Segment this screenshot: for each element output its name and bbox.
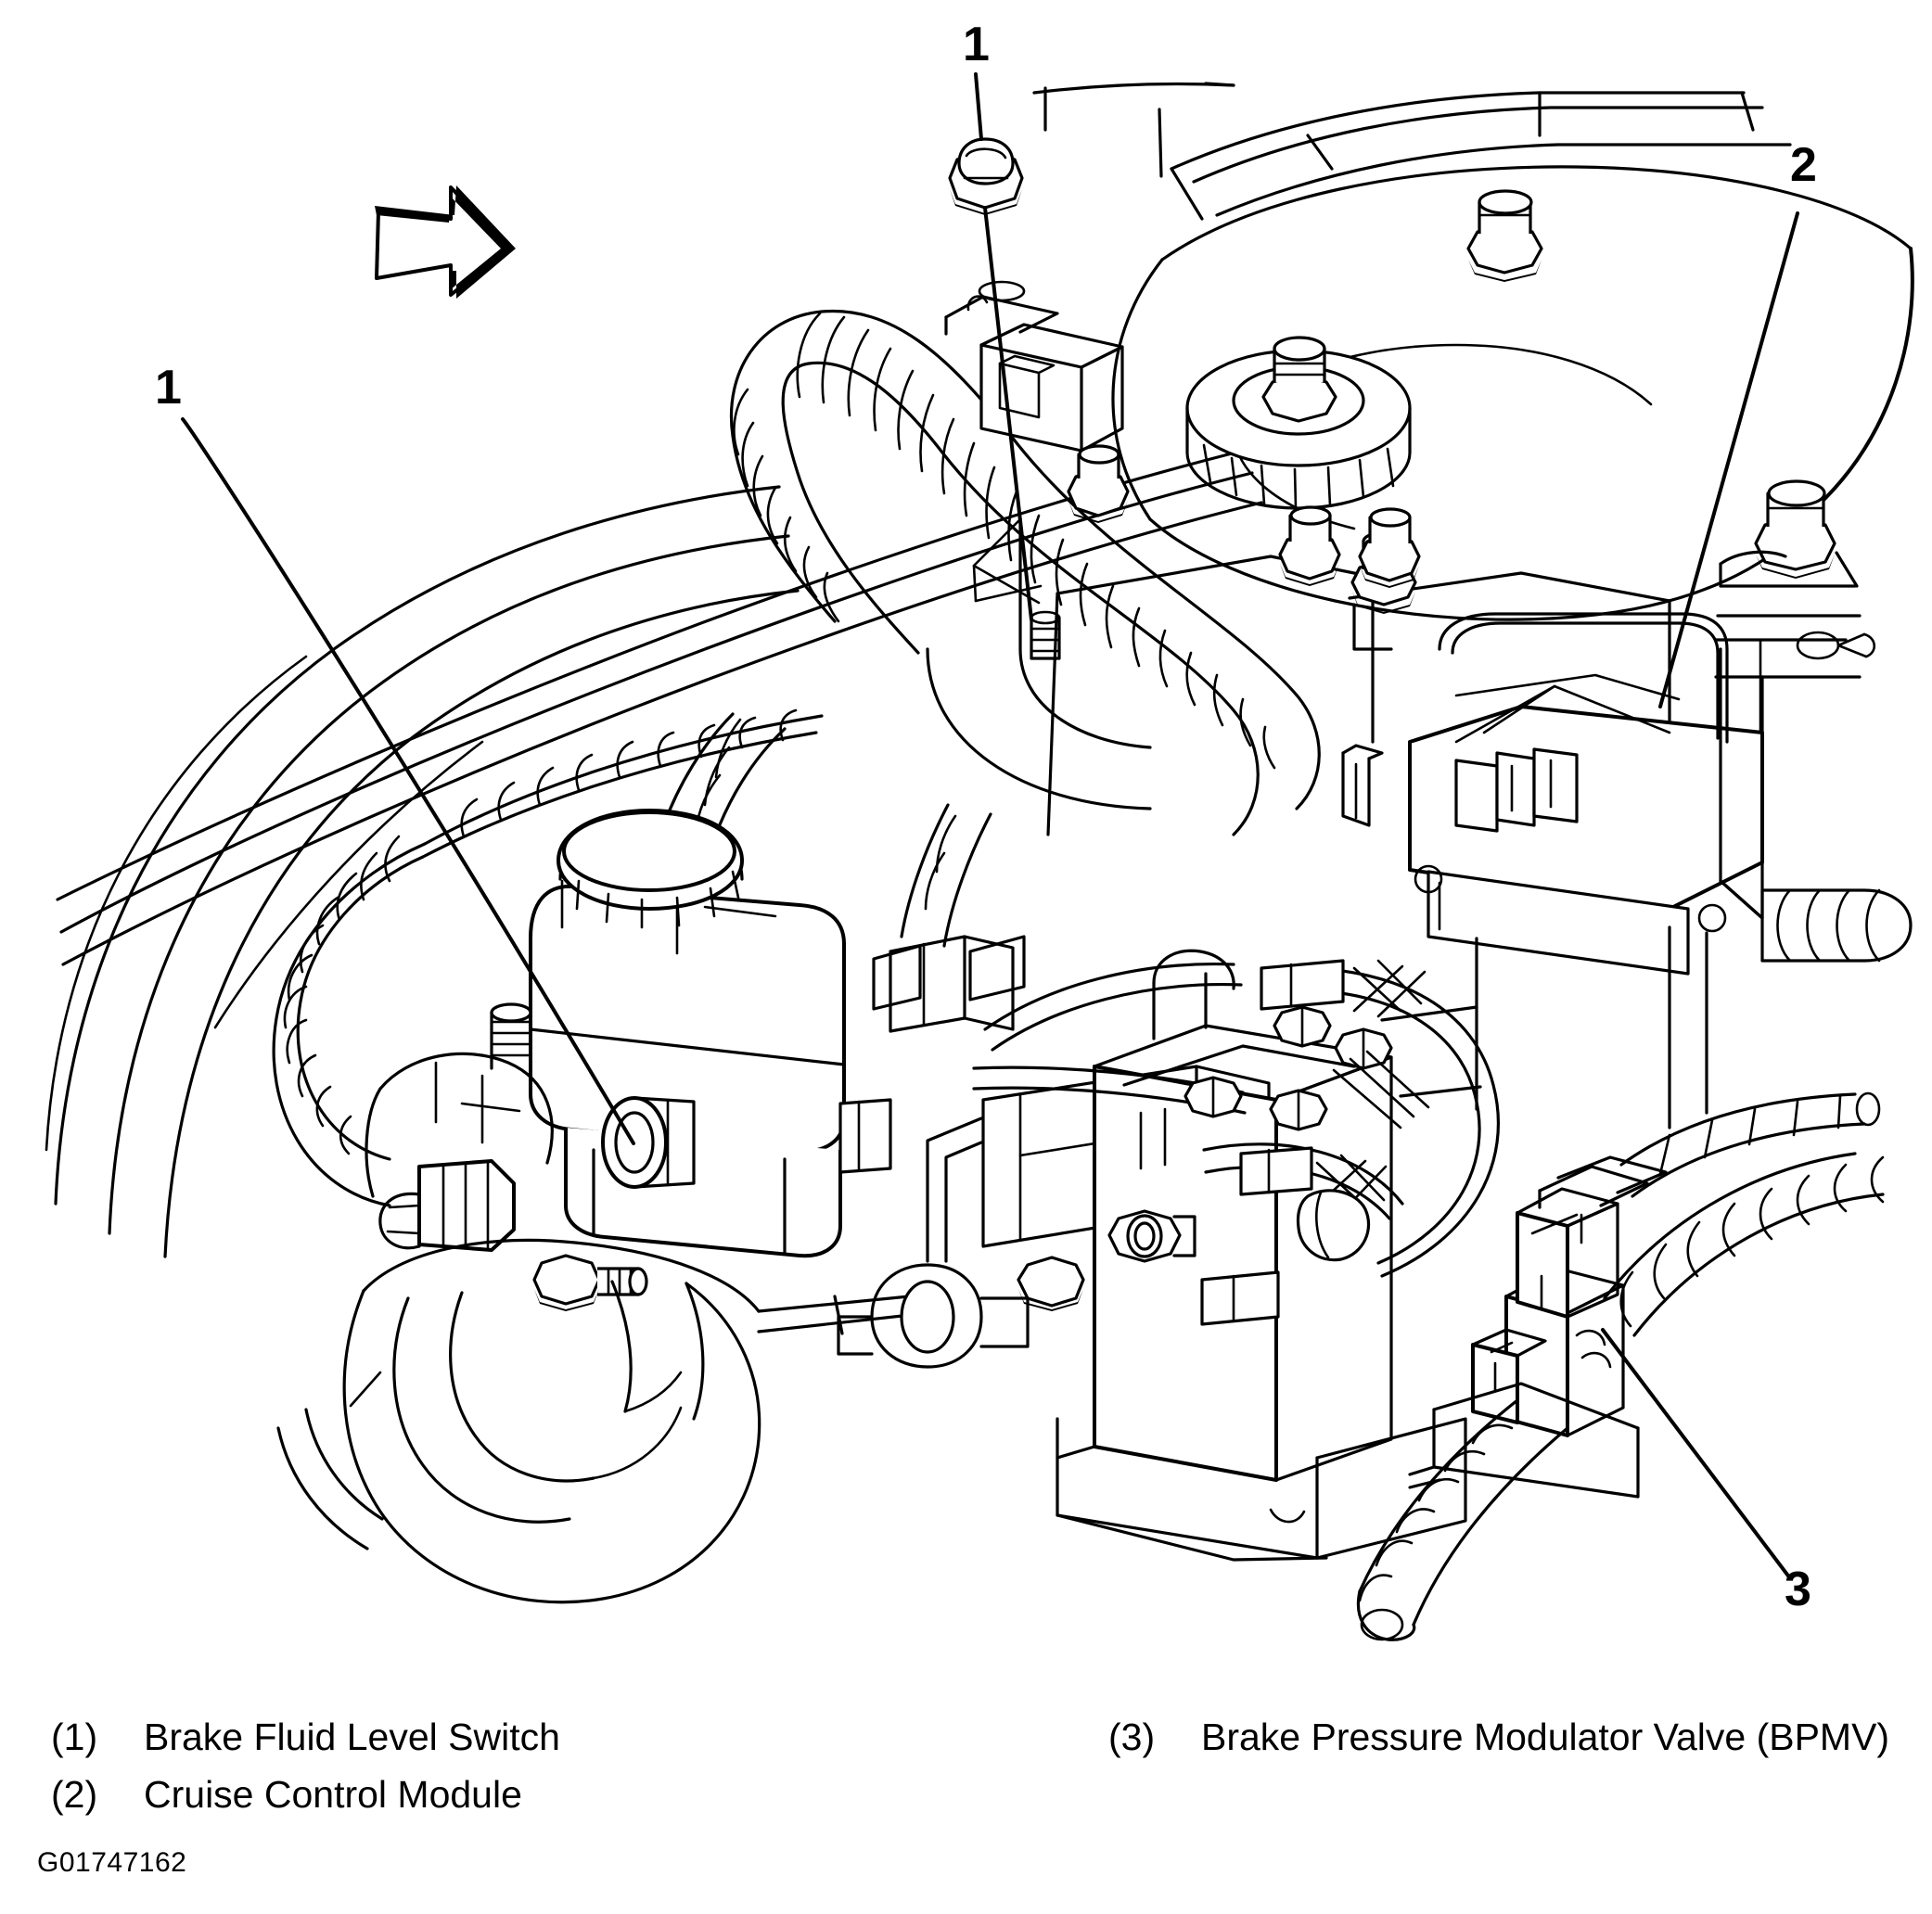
right-inner-fender-rail	[1380, 925, 1708, 1129]
bpmv-connector	[1357, 1091, 1885, 1641]
hood-cowl-panel	[1032, 82, 1914, 621]
legend-key-2: (2)	[51, 1773, 98, 1816]
brake-booster	[276, 1238, 929, 1604]
bpmv-hex-nut	[1107, 1209, 1196, 1263]
bpmv-corner-nut	[1017, 1256, 1085, 1311]
strut-tower-mount	[1185, 336, 1412, 510]
wiring-harness-loop	[659, 295, 1321, 948]
line-fitting-b	[1334, 1027, 1393, 1070]
strut-mount-bolts	[926, 444, 1421, 810]
legend-label-3: Brake Pressure Modulator Valve (BPMV)	[1201, 1716, 1890, 1758]
hex-nut-top	[948, 137, 1026, 302]
leader-line-3	[1601, 1328, 1792, 1580]
switch-connector	[378, 1159, 516, 1252]
legend-label-1: Brake Fluid Level Switch	[144, 1716, 560, 1758]
harness-retainer-clip	[1341, 744, 1384, 827]
callout-number-1-top: 1	[963, 18, 990, 71]
line-fitting-a	[1273, 1005, 1332, 1048]
callout-number-2: 2	[1790, 138, 1817, 192]
leader-line-2	[1658, 211, 1799, 708]
legend-column-right: (3) Brake Pressure Modulator Valve (BPMV…	[1108, 1716, 1925, 1773]
legend-item-2: (2) Cruise Control Module	[51, 1773, 886, 1831]
hex-bolt-right-bracket	[1714, 479, 1876, 772]
callout-number-3: 3	[1785, 1563, 1811, 1616]
module-boot-hose	[1760, 888, 1913, 963]
figure-code: G01747162	[37, 1847, 187, 1878]
legend-item-3: (3) Brake Pressure Modulator Valve (BPMV…	[1108, 1716, 1925, 1773]
brake-pressure-modulator-valve	[1017, 949, 1467, 1562]
hex-bolt-cowl	[1466, 189, 1543, 282]
orientation-arrow	[375, 185, 516, 299]
legend-item-1: (1) Brake Fluid Level Switch	[51, 1716, 886, 1773]
bleeder-screw	[490, 1002, 532, 1070]
legend-key-1: (1)	[51, 1716, 98, 1758]
legend-label-2: Cruise Control Module	[144, 1773, 522, 1816]
master-cylinder-reservoir	[272, 708, 892, 1311]
cruise-control-module	[1350, 530, 1913, 976]
mounting-hex-nut-lower	[532, 1254, 648, 1311]
callout-number-1: 1	[155, 361, 182, 415]
brake-lines	[972, 959, 1500, 1326]
legend: (1) Brake Fluid Level Switch (2) Cruise …	[0, 1716, 1932, 1914]
line-fitting-d	[1269, 1089, 1328, 1131]
line-fitting-c	[1184, 1076, 1243, 1118]
leader-line-1-top	[974, 72, 1033, 621]
callout-leaders	[181, 72, 1799, 1580]
legend-column-left: (1) Brake Fluid Level Switch (2) Cruise …	[51, 1716, 886, 1831]
leader-line-1	[181, 417, 635, 1145]
legend-key-3: (3)	[1108, 1716, 1156, 1758]
